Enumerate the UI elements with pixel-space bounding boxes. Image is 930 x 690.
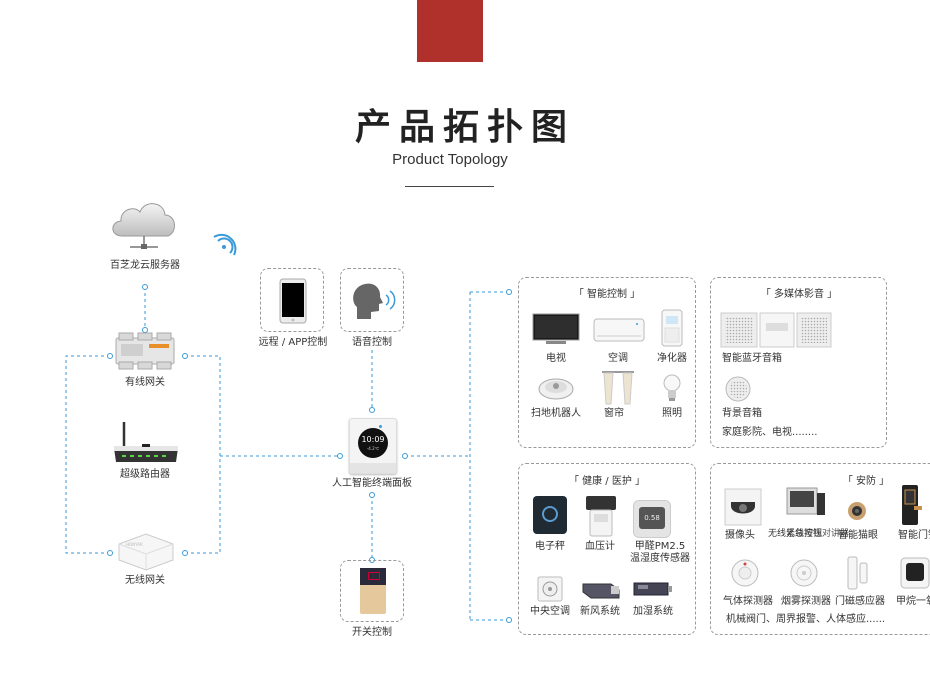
panel-screen: 10:09 -4.2℃	[358, 428, 388, 458]
router-icon	[114, 422, 178, 462]
item-emergency-button: 无线紧急按钮	[768, 529, 823, 539]
health-title: 「 健康 / 医护 」	[568, 476, 646, 487]
panel-time: 10:09	[361, 435, 385, 444]
security-title: 「 安防 」	[842, 476, 890, 487]
smart-control-title: 「 智能控制 」	[573, 289, 641, 300]
wireless-gateway-brand: HONYAR	[126, 542, 143, 547]
robot-vacuum-icon	[538, 378, 574, 400]
methane-co-detector-icon	[900, 557, 930, 589]
item-blood-pressure: 血压计	[585, 541, 615, 552]
router-label: 超级路由器	[120, 469, 170, 480]
item-gas-detector: 气体探测器	[723, 596, 773, 607]
item-purifier: 净化器	[657, 353, 687, 364]
pm25-display: 0.58	[639, 507, 665, 529]
health-section	[518, 463, 696, 635]
multimedia-note: 家庭影院、电视........	[722, 427, 818, 438]
page-subtitle: Product Topology	[392, 151, 508, 168]
wireless-gateway-label: 无线网关	[125, 575, 165, 586]
smart-control-section	[518, 277, 696, 448]
connector-right-loop	[185, 355, 221, 554]
wired-gateway-label: 有线网关	[125, 377, 165, 388]
item-tv: 电视	[546, 353, 566, 364]
remote-app-label: 远程 / APP控制	[258, 337, 328, 348]
humidifier-system-icon	[633, 582, 672, 596]
central-ac-icon	[537, 576, 563, 602]
wired-gateway-icon	[115, 332, 175, 370]
connector-left-loop	[65, 355, 110, 554]
item-smart-peephole: 智能猫眼	[838, 530, 878, 541]
item-fresh-air: 新风系统	[580, 606, 620, 617]
title-divider	[405, 186, 494, 187]
item-central-ac: 中央空调	[530, 606, 570, 617]
wifi-signal-icon	[213, 233, 237, 256]
smart-lock-icon	[902, 485, 922, 525]
curtain-icon	[602, 371, 634, 405]
blood-pressure-icon	[586, 496, 616, 537]
ai-terminal-panel: 10:09 -4.2℃	[349, 418, 397, 474]
red-header-block	[417, 0, 483, 62]
fresh-air-icon	[582, 583, 620, 599]
security-section	[710, 463, 930, 635]
item-smart-lock: 智能门锁	[898, 530, 930, 541]
item-scale: 电子秤	[535, 541, 565, 552]
smart-peephole-icon	[848, 502, 866, 520]
voice-control-box	[340, 268, 404, 332]
item-smoke-detector: 烟雾探测器	[781, 596, 831, 607]
security-note: 机械阀门、周界报警、人体感应......	[726, 614, 886, 625]
ai-panel-label: 人工智能终端面板	[332, 478, 412, 489]
voice-control-label: 语音控制	[352, 337, 392, 348]
item-video-intercom: 无线可视对讲器	[786, 529, 850, 539]
door-sensor-icon	[847, 556, 868, 590]
page-title: 产品拓扑图	[354, 106, 575, 148]
air-purifier-icon	[661, 309, 683, 347]
scale-icon	[533, 496, 567, 534]
ceiling-speaker-icon	[725, 376, 751, 402]
item-bluetooth-speaker: 智能蓝牙音箱	[722, 353, 782, 364]
smartphone-icon	[279, 278, 307, 324]
wireless-gateway-icon	[118, 533, 174, 571]
item-camera: 摄像头	[725, 530, 755, 541]
switch-panel-icon	[360, 568, 386, 614]
item-lighting: 照明	[662, 408, 682, 419]
item-door-sensor: 门磁感应器	[835, 596, 885, 607]
cloud-server-icon	[112, 203, 175, 249]
item-pm25: 甲醛PM2.5	[634, 541, 686, 552]
bulb-icon	[663, 374, 681, 401]
smoke-detector-icon	[790, 559, 818, 587]
multimedia-section	[710, 277, 887, 448]
gas-detector-icon	[731, 559, 759, 587]
item-air-conditioner: 空调	[608, 353, 628, 364]
cloud-server-label: 百芝龙云服务器	[110, 260, 180, 271]
item-robot-vacuum: 扫地机器人	[531, 408, 581, 419]
switch-control-box	[340, 560, 404, 622]
pm25-sensor-icon: 0.58	[633, 500, 671, 538]
remote-app-box	[260, 268, 324, 332]
intercom-icon	[786, 487, 825, 515]
tv-icon	[532, 313, 580, 344]
camera-icon	[724, 488, 762, 526]
item-methane-co: 甲烷一氧化碳	[896, 596, 930, 607]
item-temp-humidity: 温湿度传感器	[630, 553, 690, 564]
panel-temp: -4.2℃	[366, 446, 380, 451]
bluetooth-speaker-icon	[720, 312, 832, 348]
air-conditioner-icon	[593, 318, 645, 342]
voice-head-icon	[353, 283, 396, 319]
item-humidifier: 加湿系统	[633, 606, 673, 617]
item-curtain: 窗帘	[604, 408, 624, 419]
switch-control-label: 开关控制	[352, 627, 392, 638]
item-background-speaker: 背景音箱	[722, 408, 762, 419]
multimedia-title: 「 多媒体影音 」	[760, 289, 838, 300]
